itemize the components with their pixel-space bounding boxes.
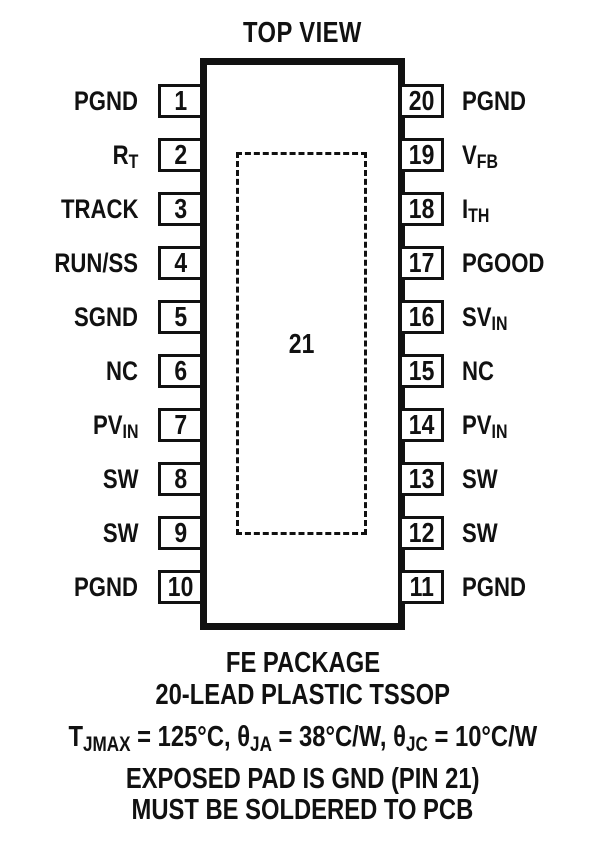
- pin-label-8: SW: [8, 462, 138, 496]
- package-description: 20-LEAD PLASTIC TSSOP: [0, 679, 605, 712]
- pin-number-box-19: 19: [399, 138, 444, 172]
- pin-label-text-10: PGND: [74, 572, 138, 602]
- pin-number-19: 19: [408, 139, 435, 170]
- pin-number-5: 5: [174, 301, 187, 332]
- pin-label-text-12: SW: [462, 518, 498, 548]
- pin-number-8: 8: [174, 463, 187, 494]
- top-view-label: TOP VIEW: [0, 17, 605, 50]
- package-description-text: 20-LEAD PLASTIC TSSOP: [155, 679, 450, 711]
- pin-number-16: 16: [408, 301, 435, 332]
- pin-number-4: 4: [174, 247, 187, 278]
- pin-number-box-1: 1: [158, 84, 203, 118]
- pin-number-box-16: 16: [399, 300, 444, 334]
- pin-label-text-17: PGOOD: [462, 248, 545, 278]
- exposed-pad-note-text: EXPOSED PAD IS GND (PIN 21): [125, 763, 480, 795]
- pin-label-16: SVIN: [462, 300, 602, 334]
- pin-number-2: 2: [174, 139, 187, 170]
- pin-label-text-9: SW: [102, 518, 138, 548]
- pin-number-17: 17: [408, 247, 435, 278]
- pin-label-17: PGOOD: [462, 246, 602, 280]
- pin-number-15: 15: [408, 355, 435, 386]
- pin-number-box-18: 18: [399, 192, 444, 226]
- pin-number-box-3: 3: [158, 192, 203, 226]
- pin-number-box-11: 11: [399, 570, 444, 604]
- pin-number-box-14: 14: [399, 408, 444, 442]
- thermal-specs: TJMAX = 125°C, θJA = 38°C/W, θJC = 10°C/…: [0, 721, 605, 756]
- pin-number-box-10: 10: [158, 570, 203, 604]
- pin-number-12: 12: [408, 517, 435, 548]
- solder-note: MUST BE SOLDERED TO PCB: [0, 794, 605, 827]
- pin-label-3: TRACK: [8, 192, 138, 226]
- pin-number-box-7: 7: [158, 408, 203, 442]
- pin-number-6: 6: [174, 355, 187, 386]
- pin-label-11: PGND: [462, 570, 602, 604]
- pin-number-box-5: 5: [158, 300, 203, 334]
- pin-label-text-4: RUN/SS: [54, 248, 138, 278]
- package-name: FE PACKAGE: [0, 647, 605, 680]
- pin-label-18: ITH: [462, 192, 602, 226]
- pin-label-15: NC: [462, 354, 602, 388]
- pin-number-box-12: 12: [399, 516, 444, 550]
- pin-number-box-13: 13: [399, 462, 444, 496]
- pin-label-10: PGND: [8, 570, 138, 604]
- pin-label-20: PGND: [462, 84, 602, 118]
- pin-label-6: NC: [8, 354, 138, 388]
- pin-number-9: 9: [174, 517, 187, 548]
- pin-label-7: PVIN: [8, 408, 138, 442]
- pin-number-box-6: 6: [158, 354, 203, 388]
- pin-number-box-2: 2: [158, 138, 203, 172]
- package-outline: [200, 58, 405, 630]
- pin-number-box-4: 4: [158, 246, 203, 280]
- pin-label-12: SW: [462, 516, 602, 550]
- pin-label-text-20: PGND: [462, 86, 526, 116]
- top-view-text: TOP VIEW: [243, 17, 362, 49]
- thermal-specs-text: TJMAX = 125°C, θJA = 38°C/W, θJC = 10°C/…: [68, 721, 537, 756]
- exposed-pad-note: EXPOSED PAD IS GND (PIN 21): [0, 763, 605, 796]
- pin-label-text-11: PGND: [462, 572, 526, 602]
- pin-label-2: RT: [8, 138, 138, 172]
- pin-number-box-9: 9: [158, 516, 203, 550]
- pin-label-text-15: NC: [462, 356, 494, 386]
- pin-number-11: 11: [409, 571, 434, 602]
- pin-label-text-13: SW: [462, 464, 498, 494]
- pin-number-3: 3: [174, 193, 187, 224]
- pin-label-text-16: SVIN: [462, 302, 508, 336]
- pin-label-text-5: SGND: [74, 302, 138, 332]
- package-name-text: FE PACKAGE: [225, 647, 380, 679]
- pin-number-10: 10: [167, 571, 194, 602]
- pin-label-4: RUN/SS: [8, 246, 138, 280]
- pin-number-box-20: 20: [399, 84, 444, 118]
- pin-label-14: PVIN: [462, 408, 602, 442]
- exposed-pad-outline: 21: [236, 152, 367, 535]
- pin-number-box-8: 8: [158, 462, 203, 496]
- solder-note-text: MUST BE SOLDERED TO PCB: [131, 794, 474, 826]
- pin-label-text-8: SW: [102, 464, 138, 494]
- pin-label-text-3: TRACK: [60, 194, 138, 224]
- pin-number-18: 18: [408, 193, 435, 224]
- exposed-pad-number: 21: [288, 327, 315, 359]
- pin-number-14: 14: [408, 409, 435, 440]
- pin-number-box-17: 17: [399, 246, 444, 280]
- pin-label-1: PGND: [8, 84, 138, 118]
- pin-label-text-2: RT: [112, 140, 138, 174]
- pin-number-13: 13: [408, 463, 435, 494]
- pin-label-5: SGND: [8, 300, 138, 334]
- pin-number-7: 7: [174, 409, 187, 440]
- pin-label-text-7: PVIN: [92, 410, 138, 444]
- pin-label-13: SW: [462, 462, 602, 496]
- pin-label-19: VFB: [462, 138, 602, 172]
- pin-label-text-14: PVIN: [462, 410, 508, 444]
- pin-number-1: 1: [174, 85, 187, 116]
- pin-label-text-6: NC: [106, 356, 138, 386]
- pin-number-box-15: 15: [399, 354, 444, 388]
- pin-number-20: 20: [408, 85, 435, 116]
- pin-label-text-19: VFB: [462, 140, 499, 174]
- pin-label-9: SW: [8, 516, 138, 550]
- pin-label-text-1: PGND: [74, 86, 138, 116]
- pin-label-text-18: ITH: [462, 194, 490, 228]
